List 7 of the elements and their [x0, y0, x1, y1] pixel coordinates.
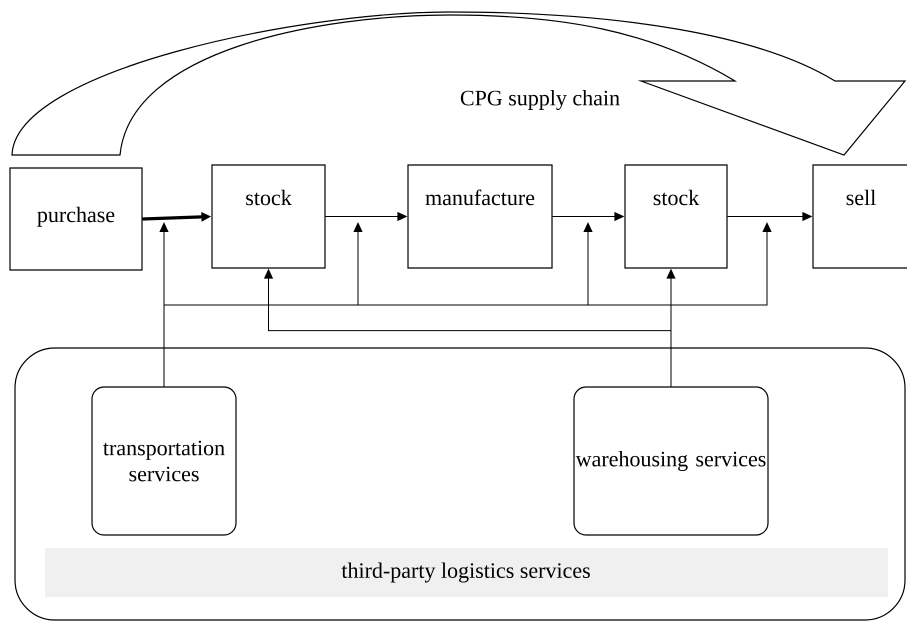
process-box: stock — [624, 164, 728, 269]
process-box: stock — [211, 164, 326, 269]
service-box: transportation services — [91, 386, 237, 536]
process-box: sell — [812, 164, 907, 269]
process-box: manufacture — [407, 164, 553, 269]
process-box: purchase — [9, 167, 143, 271]
service-box: warehousing services — [573, 386, 769, 536]
